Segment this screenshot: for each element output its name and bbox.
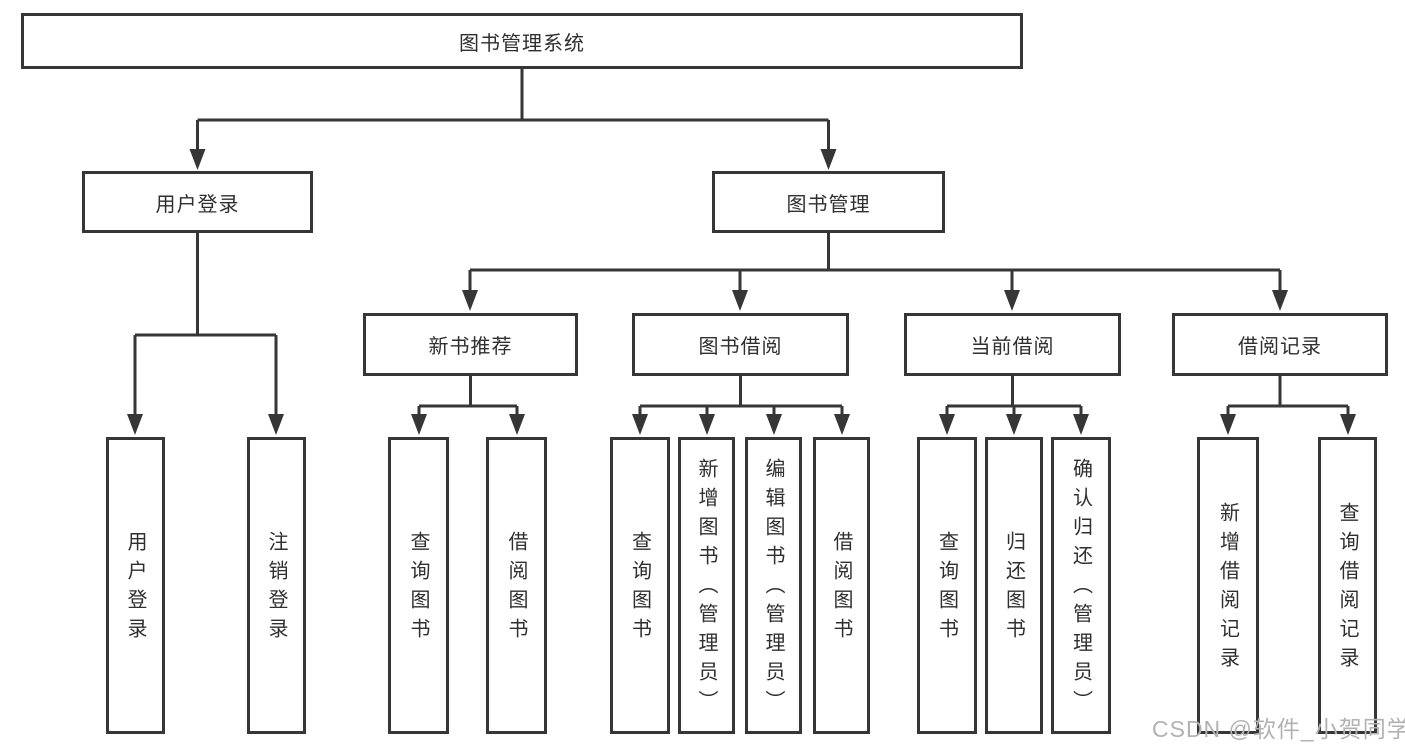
csdn-watermark: CSDN @软件_小贺同学: [1152, 716, 1405, 742]
leaf-return-book: 归还图书: [985, 437, 1043, 734]
leaf-borrow-books: 借阅图书: [813, 437, 870, 734]
leaf-query-books-recommend: 查询图书: [388, 437, 449, 734]
arrowheads: [127, 149, 1356, 435]
leaf-edit-book-admin: 编辑图书（管理员）: [745, 437, 802, 734]
leaf-query-borrow-record: 查询借阅记录: [1318, 437, 1377, 734]
leaf-query-books-current: 查询图书: [917, 437, 977, 734]
node-current-borrow: 当前借阅: [904, 313, 1121, 376]
node-root: 图书管理系统: [21, 13, 1023, 69]
node-book-borrow: 图书借阅: [632, 313, 849, 376]
leaf-query-books-borrow: 查询图书: [610, 437, 670, 734]
leaf-add-book-admin: 新增图书（管理员）: [678, 437, 735, 734]
node-book-management: 图书管理: [712, 171, 945, 233]
node-borrow-records: 借阅记录: [1172, 313, 1388, 376]
node-user-login: 用户登录: [82, 171, 313, 233]
node-new-book-recommend: 新书推荐: [363, 313, 578, 376]
leaf-user-login: 用户登录: [106, 437, 165, 734]
leaf-add-borrow-record: 新增借阅记录: [1197, 437, 1259, 734]
leaf-confirm-return-admin: 确认归还（管理员）: [1051, 437, 1111, 734]
leaf-logout: 注销登录: [247, 437, 306, 734]
leaf-borrow-books-recommend: 借阅图书: [486, 437, 547, 734]
